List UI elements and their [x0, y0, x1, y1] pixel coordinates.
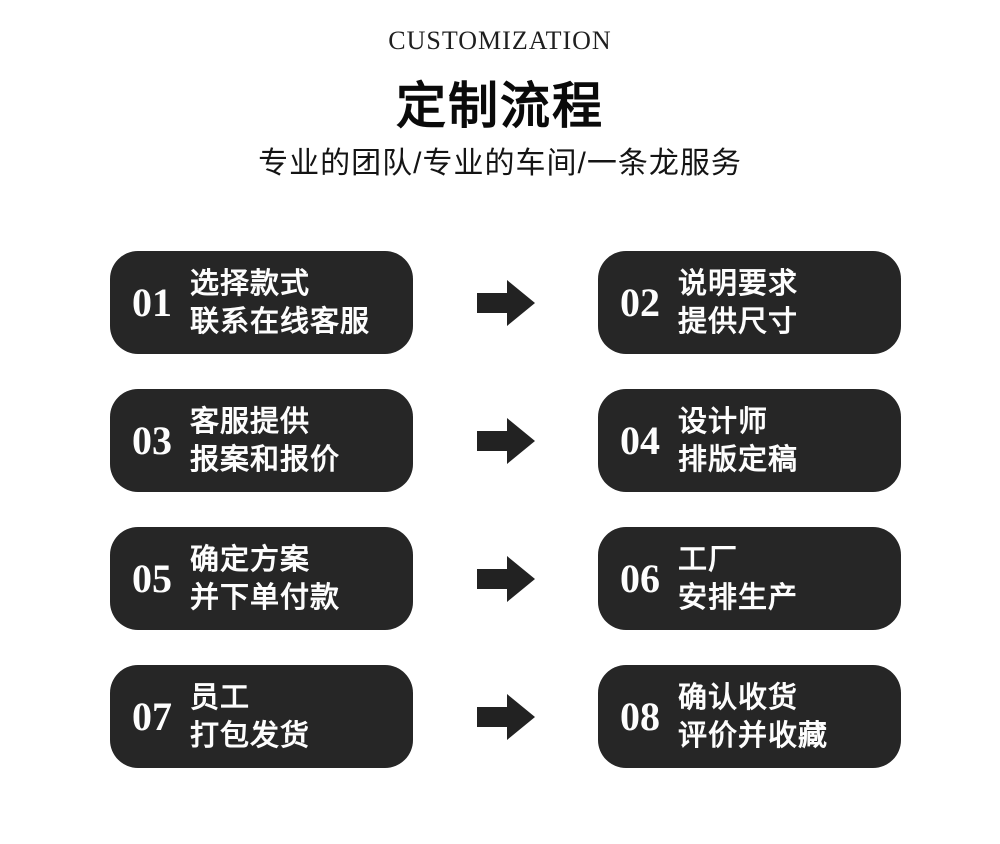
- step-number: 04: [620, 418, 660, 463]
- step-text: 员工 打包发货: [190, 679, 310, 755]
- step-line2: 联系在线客服: [190, 305, 371, 338]
- step-text: 客服提供 报案和报价: [190, 403, 340, 479]
- step-number: 05: [132, 556, 172, 601]
- step-text: 工厂 安排生产: [678, 541, 798, 617]
- arrow-container: [413, 693, 598, 741]
- step-card-07: 07 员工 打包发货: [110, 665, 413, 768]
- flow-row-3: 05 确定方案 并下单付款 06 工厂 安排生产: [0, 527, 1000, 630]
- flow-diagram: 01 选择款式 联系在线客服 02 说明要求 提供尺寸: [0, 251, 1000, 803]
- step-text: 设计师 排版定稿: [678, 403, 798, 479]
- step-number: 07: [132, 694, 172, 739]
- step-line2: 并下单付款: [190, 581, 341, 614]
- flow-row-2: 03 客服提供 报案和报价 04 设计师 排版定稿: [0, 389, 1000, 492]
- step-line1: 确定方案: [190, 543, 311, 576]
- step-line1: 工厂: [678, 543, 739, 576]
- step-line2: 安排生产: [678, 581, 799, 614]
- flow-row-1: 01 选择款式 联系在线客服 02 说明要求 提供尺寸: [0, 251, 1000, 354]
- page-title: 定制流程: [396, 78, 604, 134]
- step-text: 确认收货 评价并收藏: [678, 679, 828, 755]
- step-line2: 打包发货: [190, 719, 311, 752]
- step-text: 确定方案 并下单付款: [190, 541, 340, 617]
- step-line1: 员工: [190, 681, 251, 714]
- step-card-08: 08 确认收货 评价并收藏: [598, 665, 901, 768]
- step-line1: 设计师: [678, 405, 769, 438]
- step-number: 08: [620, 694, 660, 739]
- arrow-container: [413, 279, 598, 327]
- right-arrow-icon: [476, 417, 535, 464]
- eyebrow-text: CUSTOMIZATION: [388, 26, 612, 55]
- step-line2: 报案和报价: [190, 443, 341, 476]
- step-line1: 确认收货: [678, 681, 799, 714]
- step-line1: 说明要求: [678, 267, 799, 300]
- step-card-02: 02 说明要求 提供尺寸: [598, 251, 901, 354]
- step-line1: 选择款式: [190, 267, 311, 300]
- step-line2: 排版定稿: [678, 443, 799, 476]
- step-line2: 评价并收藏: [678, 719, 829, 752]
- step-card-05: 05 确定方案 并下单付款: [110, 527, 413, 630]
- step-number: 06: [620, 556, 660, 601]
- step-line2: 提供尺寸: [678, 305, 799, 338]
- right-arrow-icon: [476, 693, 535, 740]
- step-line1: 客服提供: [190, 405, 311, 438]
- page-subtitle: 专业的团队/专业的车间/一条龙服务: [258, 147, 742, 180]
- step-card-04: 04 设计师 排版定稿: [598, 389, 901, 492]
- right-arrow-icon: [476, 279, 535, 326]
- step-number: 02: [620, 280, 660, 325]
- flow-row-4: 07 员工 打包发货 08 确认收货 评价并收藏: [0, 665, 1000, 768]
- arrow-container: [413, 555, 598, 603]
- step-card-06: 06 工厂 安排生产: [598, 527, 901, 630]
- step-card-03: 03 客服提供 报案和报价: [110, 389, 413, 492]
- arrow-container: [413, 417, 598, 465]
- step-text: 选择款式 联系在线客服: [190, 265, 370, 341]
- step-number: 03: [132, 418, 172, 463]
- step-text: 说明要求 提供尺寸: [678, 265, 798, 341]
- right-arrow-icon: [476, 555, 535, 602]
- step-card-01: 01 选择款式 联系在线客服: [110, 251, 413, 354]
- step-number: 01: [132, 280, 172, 325]
